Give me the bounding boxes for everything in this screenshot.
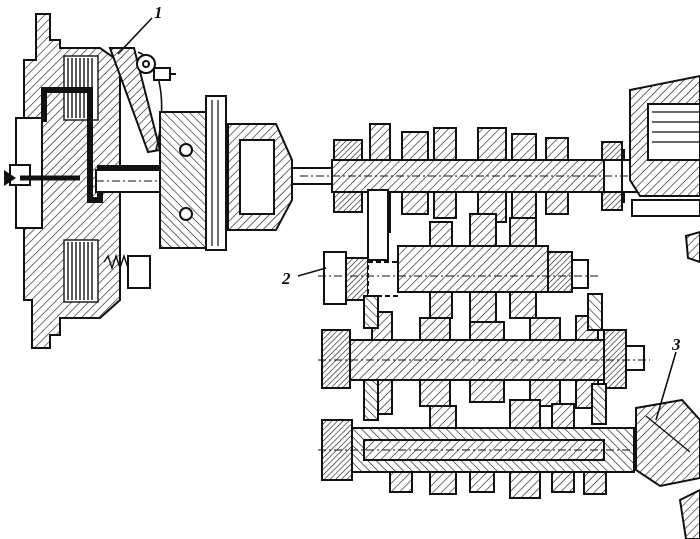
callout-3: 3: [655, 335, 681, 421]
callout-1-label: 1: [154, 3, 163, 22]
callout-2-label: 2: [281, 269, 291, 288]
clutch-disc-pack-lower: [63, 239, 99, 303]
gearbox-walls: [363, 189, 607, 425]
primary-bearings: [333, 139, 623, 213]
bevel-gear: [635, 398, 700, 488]
right-housing-fragment: [629, 74, 700, 539]
callout-1: 1: [117, 3, 163, 55]
callout-3-label: 3: [671, 335, 681, 354]
bell-housing: [159, 95, 293, 251]
output-shaft: [318, 399, 640, 499]
flow-arrow-left: [4, 170, 16, 186]
intermediate-shaft: [318, 213, 600, 323]
callout-2: 2: [281, 267, 327, 288]
lower-shaft-1: [318, 311, 650, 415]
